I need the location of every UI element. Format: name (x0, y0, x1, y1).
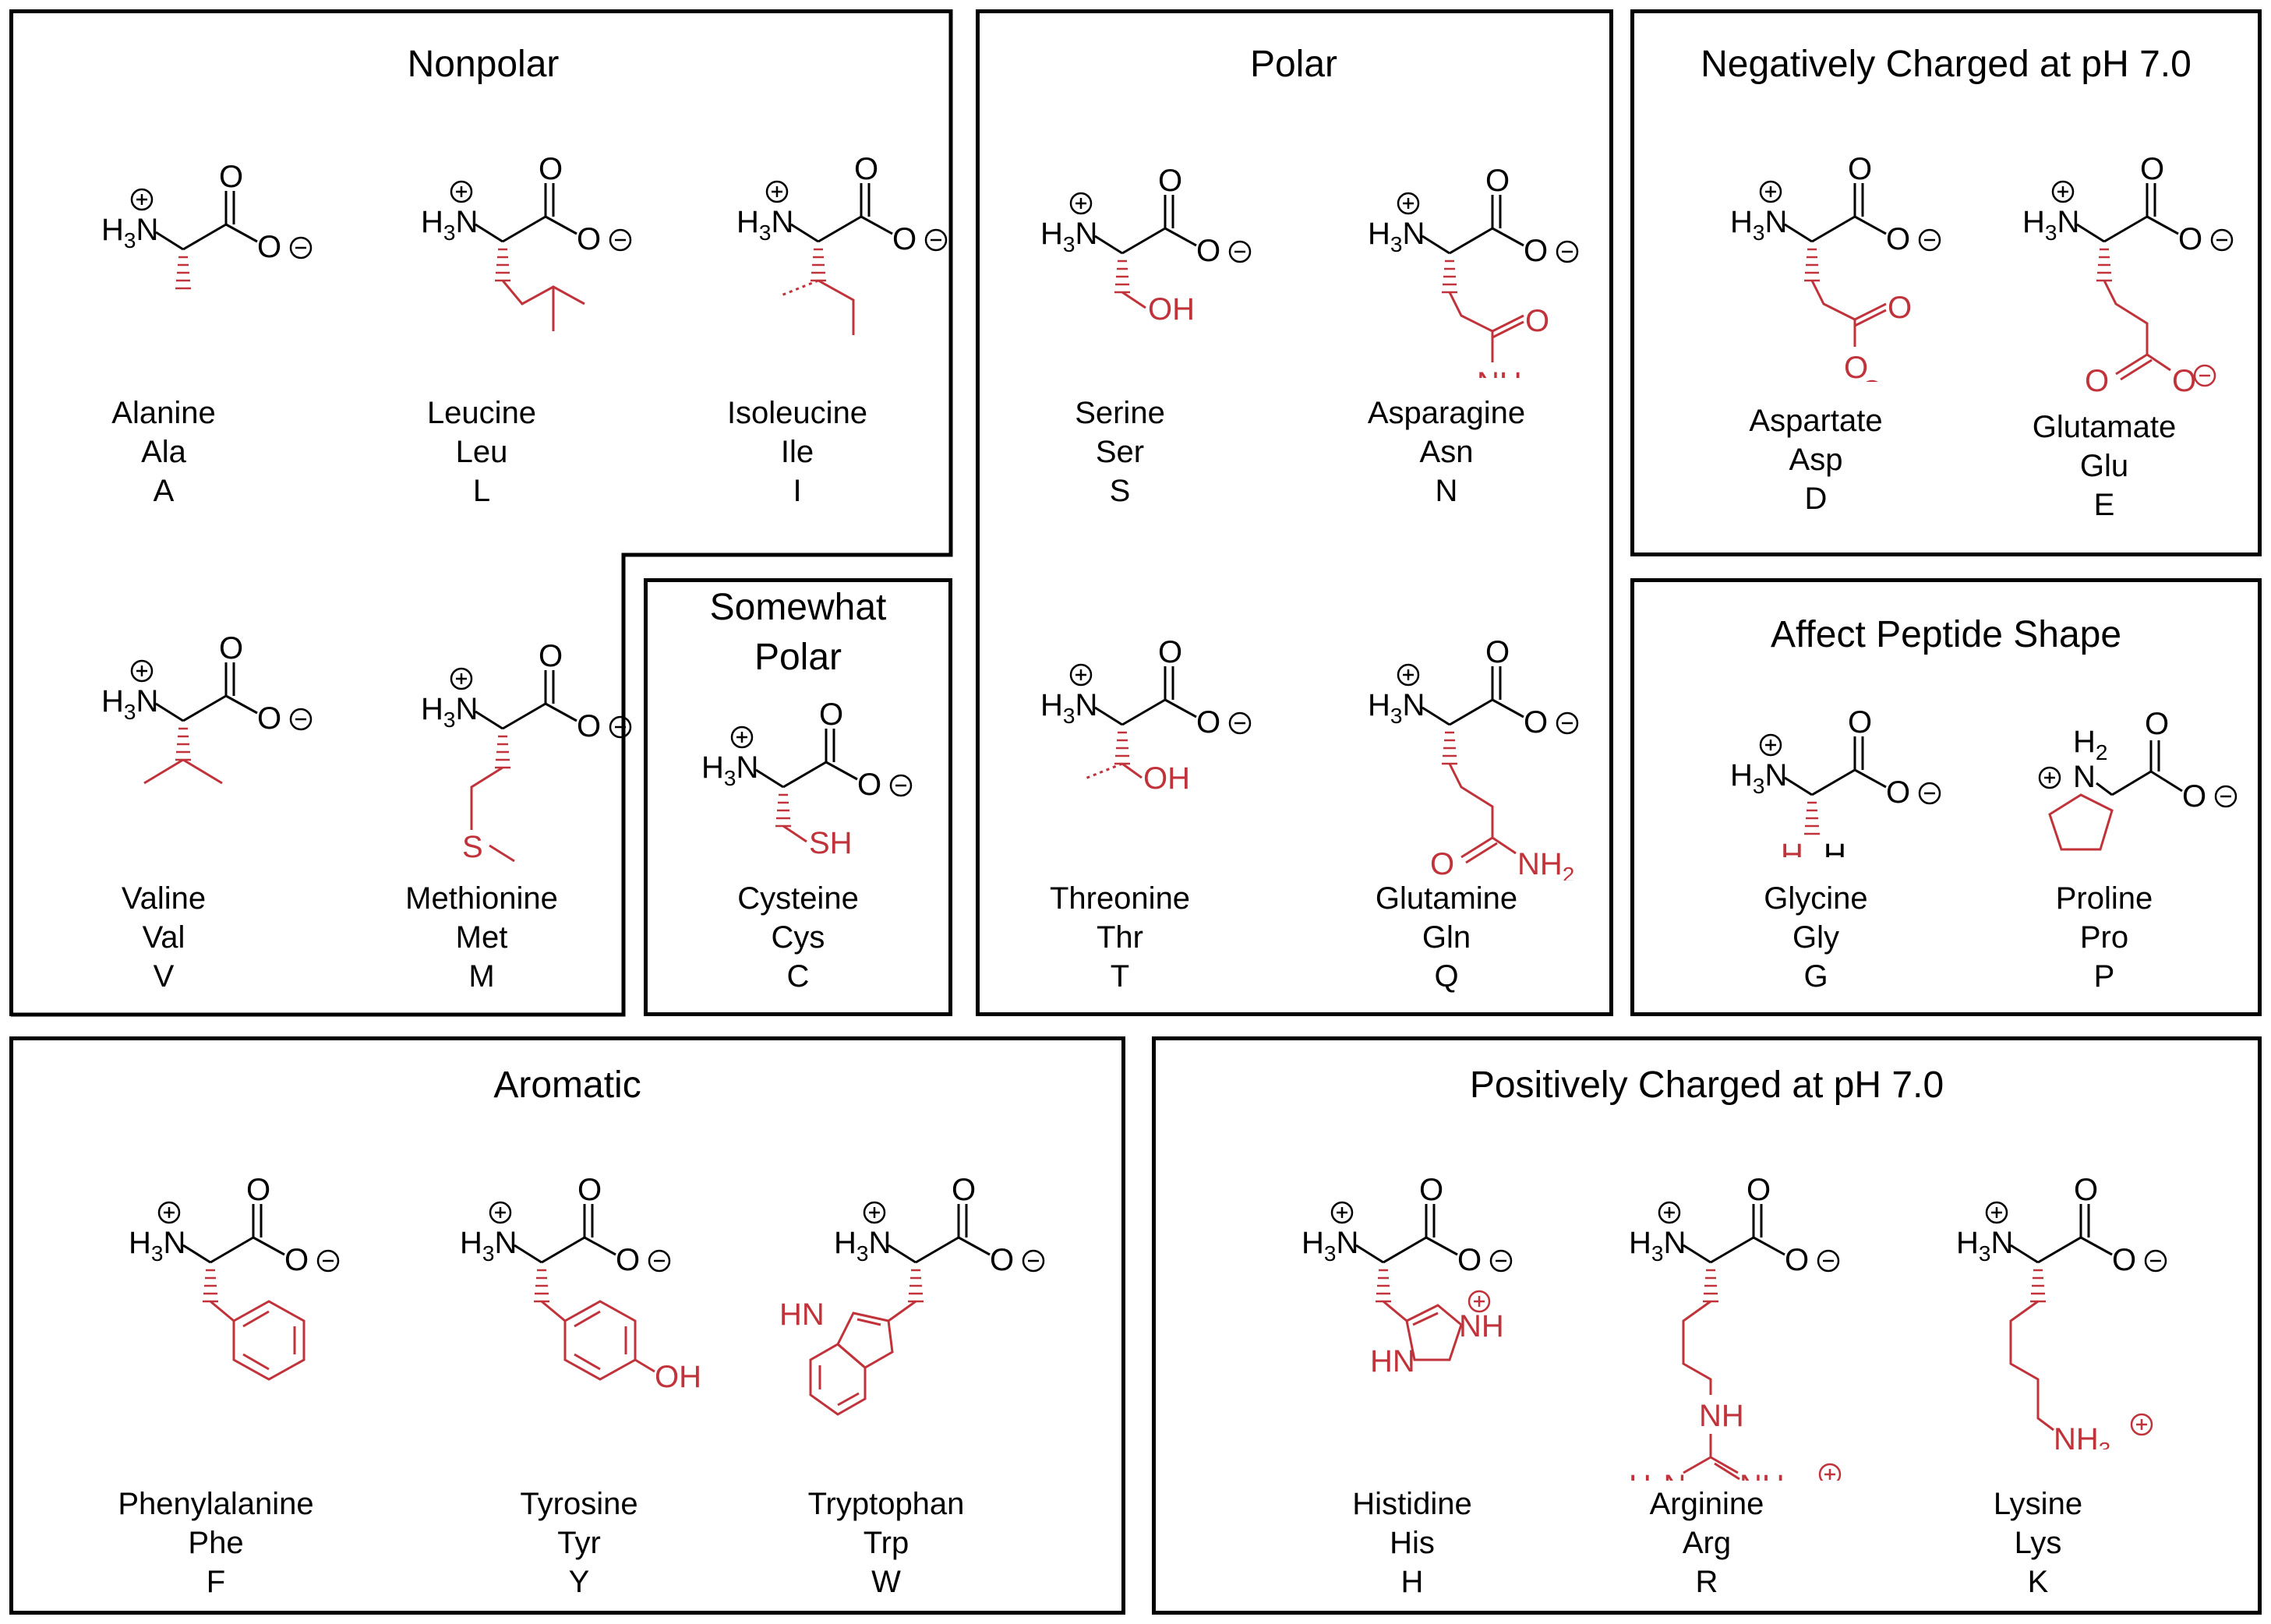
svg-text:SH: SH (809, 826, 853, 860)
cysteine-structure: SH (700, 696, 913, 860)
svg-text:O: O (1844, 351, 1868, 382)
svg-text:OH: OH (1143, 761, 1190, 796)
polar-title: Polar (1249, 44, 1338, 85)
svg-text:NH2: NH2 (1477, 366, 1534, 378)
aromatic-box (9, 1036, 1125, 1615)
svg-text:NH: NH (1699, 1399, 1744, 1433)
svg-text:OH: OH (655, 1360, 701, 1394)
tyrosine-structure: OH (458, 1171, 701, 1394)
svg-text:NH2: NH2 (1517, 847, 1574, 881)
svg-text:N: N (2073, 760, 2096, 794)
svg-text:H2N: H2N (1629, 1469, 1686, 1481)
somewhat-polar-title-2: Polar (754, 637, 842, 678)
negative-title: Negatively Charged at pH 7.0 (1701, 44, 2192, 85)
svg-text:NH: NH (1459, 1309, 1504, 1343)
glutamate-structure: O O (2021, 150, 2234, 397)
svg-text:O: O (1525, 304, 1549, 338)
svg-text:NH2: NH2 (1739, 1469, 1796, 1481)
asparagine-structure: O NH2 (1366, 162, 1579, 378)
proline-structure: H2 N O O (2038, 707, 2237, 851)
svg-text:NH3: NH3 (2054, 1422, 2110, 1449)
somewhat-polar-box (644, 578, 952, 1016)
serine-structure: OH (1039, 162, 1252, 327)
phenylalanine-structure (127, 1171, 340, 1381)
lysine-structure: NH3 (1955, 1171, 2167, 1449)
glycine-structure: H H (1729, 704, 1941, 857)
svg-text:H: H (1824, 838, 1846, 857)
svg-text:O: O (1888, 291, 1912, 325)
isoleucine-structure (735, 150, 948, 335)
methionine-structure: S (419, 637, 632, 864)
tryptophan-structure: HN (779, 1171, 1045, 1416)
valine-structure (100, 630, 313, 785)
somewhat-polar-title-1: Somewhat (709, 587, 887, 628)
svg-text:O: O (2182, 779, 2206, 814)
svg-text:O: O (2085, 364, 2109, 397)
svg-text:S: S (462, 830, 483, 864)
svg-text:OH: OH (1148, 292, 1195, 327)
svg-text:H2: H2 (2073, 725, 2107, 764)
glutamine-structure: O NH2 (1366, 634, 1579, 881)
svg-text:O: O (2145, 707, 2169, 741)
aromatic-title: Aromatic (493, 1064, 641, 1106)
svg-text:H: H (1781, 838, 1803, 857)
alanine-structure (100, 158, 313, 290)
nonpolar-box-outline (11, 9, 953, 1017)
svg-text:O: O (2172, 364, 2196, 397)
positive-box (1152, 1036, 2262, 1615)
nonpolar-box (9, 9, 952, 1016)
svg-text:O: O (1430, 847, 1454, 881)
histidine-structure: HN NH (1300, 1171, 1513, 1379)
svg-text:HN: HN (779, 1297, 825, 1332)
negative-box (1630, 9, 2262, 556)
polar-box (976, 9, 1613, 1016)
svg-text:HN: HN (1370, 1344, 1415, 1379)
aspartate-structure: O O (1729, 150, 1941, 382)
nonpolar-title: Nonpolar (407, 44, 560, 85)
shape-title: Affect Peptide Shape (1770, 614, 2122, 655)
arginine-structure: NH H2N NH2 (1627, 1171, 1842, 1481)
positive-title: Positively Charged at pH 7.0 (1469, 1064, 1944, 1106)
threonine-structure: OH (1039, 634, 1252, 796)
leucine-structure (419, 150, 632, 331)
shape-box (1630, 578, 2262, 1016)
